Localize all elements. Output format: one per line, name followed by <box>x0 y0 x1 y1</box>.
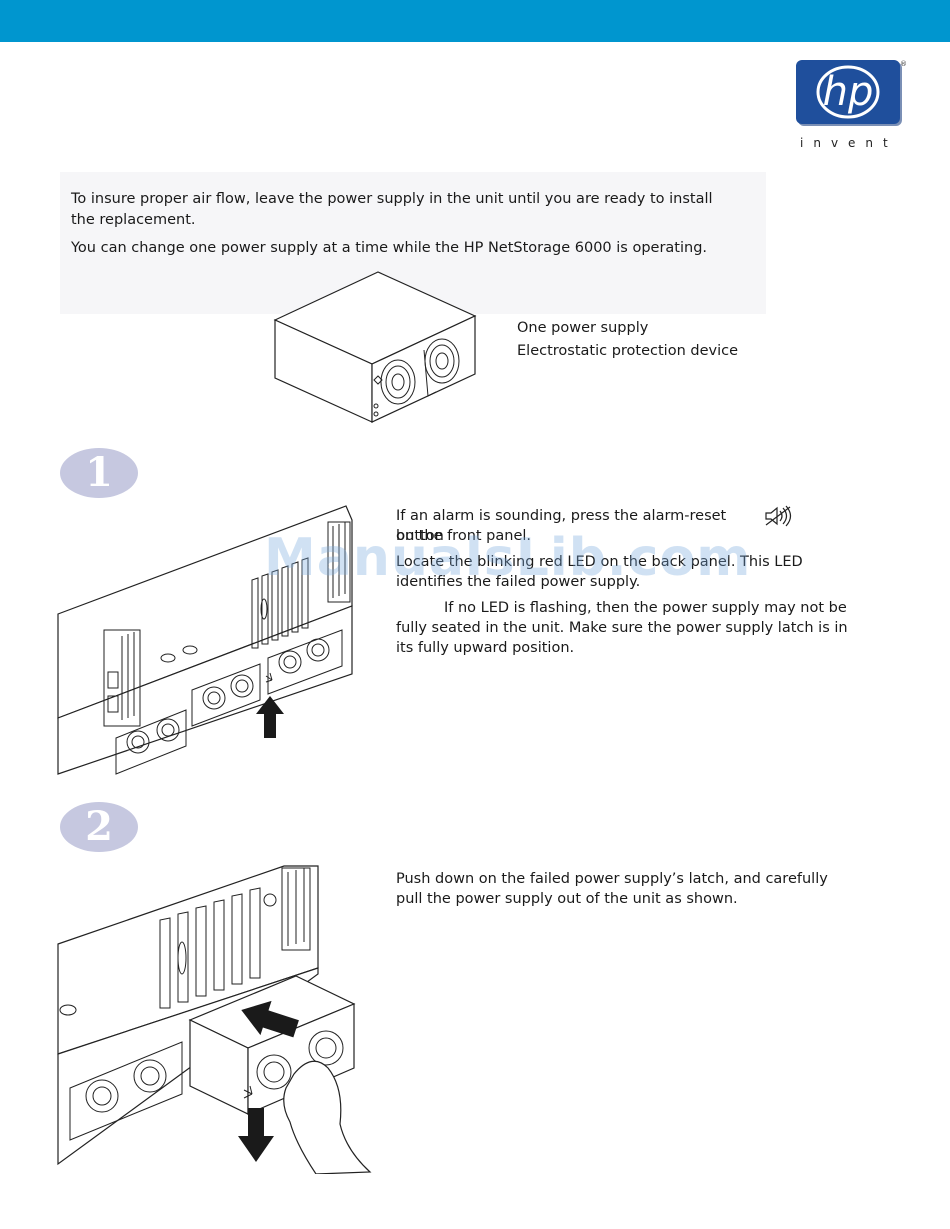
hot-swap-note: You can change one power supply at a tim… <box>71 240 708 256</box>
up-arrow-icon <box>256 696 284 738</box>
step-1-number: 1 <box>85 449 113 496</box>
step-1-line-1-cont: on the front panel. <box>396 528 532 544</box>
pull-power-supply-illustration <box>57 865 372 1174</box>
airflow-note: To insure proper air flow, leave the pow… <box>71 191 713 228</box>
step-1-badge: 1 <box>60 448 138 498</box>
top-banner <box>0 0 950 42</box>
step-1-line-2: Locate the blinking red LED on the back … <box>396 554 803 590</box>
svg-text:hp: hp <box>823 69 874 115</box>
alarm-mute-icon <box>765 505 792 527</box>
hp-logo-box: hp <box>796 60 900 124</box>
step-1-note: If no LED is flashing, then the power su… <box>396 600 848 656</box>
hp-logo: hp ® invent <box>796 60 907 155</box>
part-item-power-supply: One power supply <box>517 320 649 336</box>
step-1-line-1: If an alarm is sounding, press the alarm… <box>396 508 727 544</box>
step-2-number: 2 <box>85 803 113 850</box>
watermark: ManualsLib.com <box>264 528 752 588</box>
down-arrow-icon <box>238 1108 274 1162</box>
step-2-badge: 2 <box>60 802 138 852</box>
hand-graphic <box>283 1060 372 1174</box>
power-supply-illustration <box>273 271 477 423</box>
part-item-esd-device: Electrostatic protection device <box>517 343 739 359</box>
registered-mark: ® <box>900 60 907 68</box>
pull-arrow-icon <box>241 1000 299 1038</box>
hp-logo-mark: hp <box>816 65 880 119</box>
hp-tagline: invent <box>800 136 898 150</box>
rear-panel-illustration <box>57 505 353 775</box>
step-2-text: Push down on the failed power supply’s l… <box>396 871 828 907</box>
